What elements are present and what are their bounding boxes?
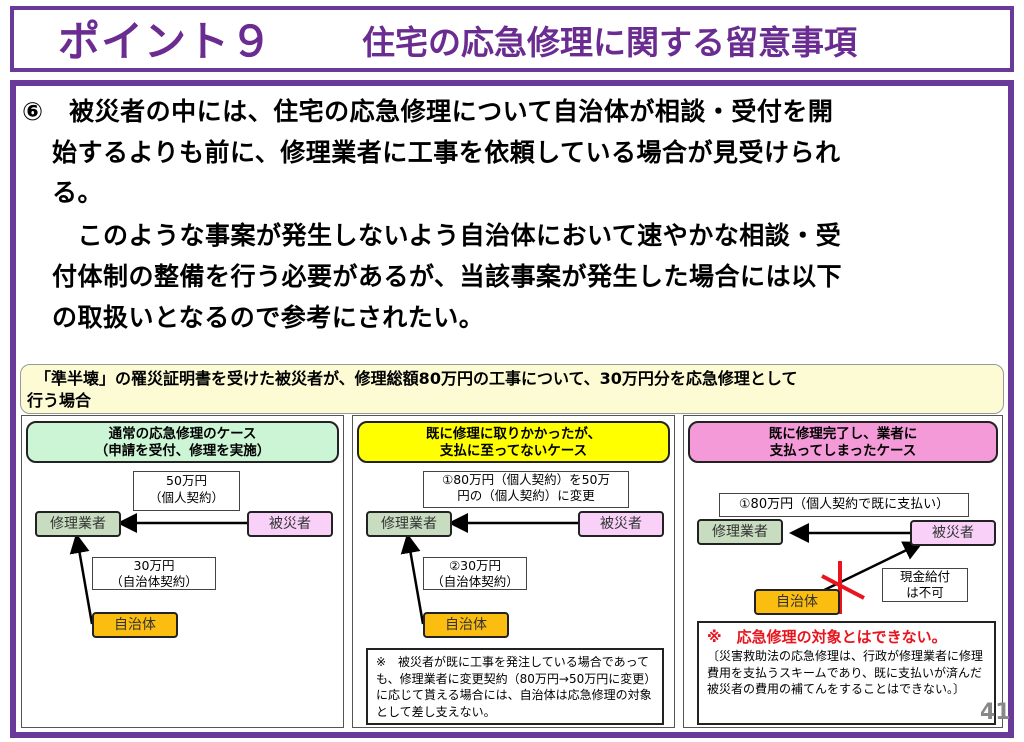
flow-arrows: [69, 513, 247, 625]
panel-title: 通常の応急修理のケース: [108, 426, 257, 442]
body-line: 付体制の整備を行う必要があるが、当該事案が発生した場合には以下: [52, 262, 843, 291]
body-line: 始するよりも前に、修理業者に工事を依頼している場合が見受けられ: [52, 138, 841, 167]
cash-label: 現金給付: [899, 569, 950, 584]
note-heading: ※ 応急修理の対象とはできない。: [707, 628, 947, 646]
panel-subtitle: 支払ってしまったケース: [769, 443, 917, 459]
panel-title: 既に修理に取りかかったが、: [425, 426, 602, 442]
body-line: る。: [52, 178, 104, 207]
content-frame: [10, 80, 1014, 738]
panel-header: 既に修理に取りかかったが、 支払に至ってないケース: [357, 421, 670, 463]
node-victim: 被災者: [578, 511, 664, 537]
page-number: 41: [980, 700, 1011, 725]
banner-line: 行う場合: [27, 391, 92, 410]
node-victim: 被災者: [910, 520, 996, 546]
panel-header: 通常の応急修理のケース （申請を受付、修理を実施）: [26, 421, 339, 463]
panel-header: 既に修理完了し、業者に 支払ってしまったケース: [688, 421, 998, 463]
amount-label: ①80万円（個人契約で既に支払い）: [719, 493, 969, 517]
contract-label: （自治体契約）: [110, 574, 198, 589]
body-line: の取扱いとなるので参考にされたい。: [52, 303, 485, 332]
case-banner: 「準半壊」の罹災証明書を受けた被災者が、修理総額80万円の工事について、30万円…: [20, 364, 1004, 414]
contract-label: 円の（個人契約）に変更: [457, 488, 595, 503]
amount-label: 50万円: [166, 473, 207, 488]
panel-note: ※ 応急修理の対象とはできない。 〔災害救助法の応急修理は、行政が修理業者に修理…: [697, 621, 996, 725]
panel-note: ※ 被災者が既に工事を発注している場合であっても、修理業者に変更契約（80万円→…: [366, 648, 664, 725]
prohibited-cross-icon: [821, 561, 865, 614]
page-title: 住宅の応急修理に関する留意事項: [362, 23, 857, 62]
amount-label: 30万円: [133, 558, 175, 573]
panel-paid-case: 既に修理完了し、業者に 支払ってしまったケース ①80万円（個人契約で既に支払い…: [683, 415, 1003, 728]
note-text: 〔災害救助法の応急修理は、行政が修理業者に修理費用を支払うスキームであり、既に支…: [707, 649, 984, 696]
node-contractor: 修理業者: [366, 511, 452, 537]
panel-normal-case: 通常の応急修理のケース （申請を受付、修理を実施） 50万円 （個人契約） 修理業…: [21, 415, 344, 728]
panel-subtitle: （申請を受付、修理を実施）: [94, 443, 271, 459]
node-municipality: 自治体: [423, 612, 509, 638]
node-contractor: 修理業者: [35, 511, 121, 537]
point-label: ポイント９: [58, 17, 274, 66]
body-line: このような事案が発生しないよう自治体において速やかな相談・受: [52, 221, 842, 250]
node-municipality: 自治体: [92, 612, 178, 638]
node-victim: 被災者: [247, 511, 333, 537]
panel-subtitle: 支払に至ってないケース: [439, 443, 588, 459]
title-bar: [10, 6, 1014, 72]
panel-title: 既に修理完了し、業者に: [768, 426, 918, 442]
body-line: ⑥ 被災者の中には、住宅の応急修理について自治体が相談・受付を開: [22, 97, 834, 126]
amount-label: ①80万円（個人契約）を50万: [441, 472, 611, 487]
banner-line: 「準半壊」の罹災証明書を受けた被災者が、修理総額80万円の工事について、30万円…: [27, 369, 798, 388]
amount-label: ②30万円: [448, 558, 502, 573]
node-contractor: 修理業者: [697, 519, 783, 545]
not-allowed-label: は不可: [906, 585, 944, 600]
panel-unpaid-case: 既に修理に取りかかったが、 支払に至ってないケース ①80万円（個人契約）を50…: [352, 415, 675, 728]
flow-arrows: [400, 513, 578, 625]
node-municipality: 自治体: [754, 589, 840, 615]
contract-label: （個人契約）: [148, 490, 224, 505]
contract-label: （自治体契約）: [431, 574, 519, 589]
